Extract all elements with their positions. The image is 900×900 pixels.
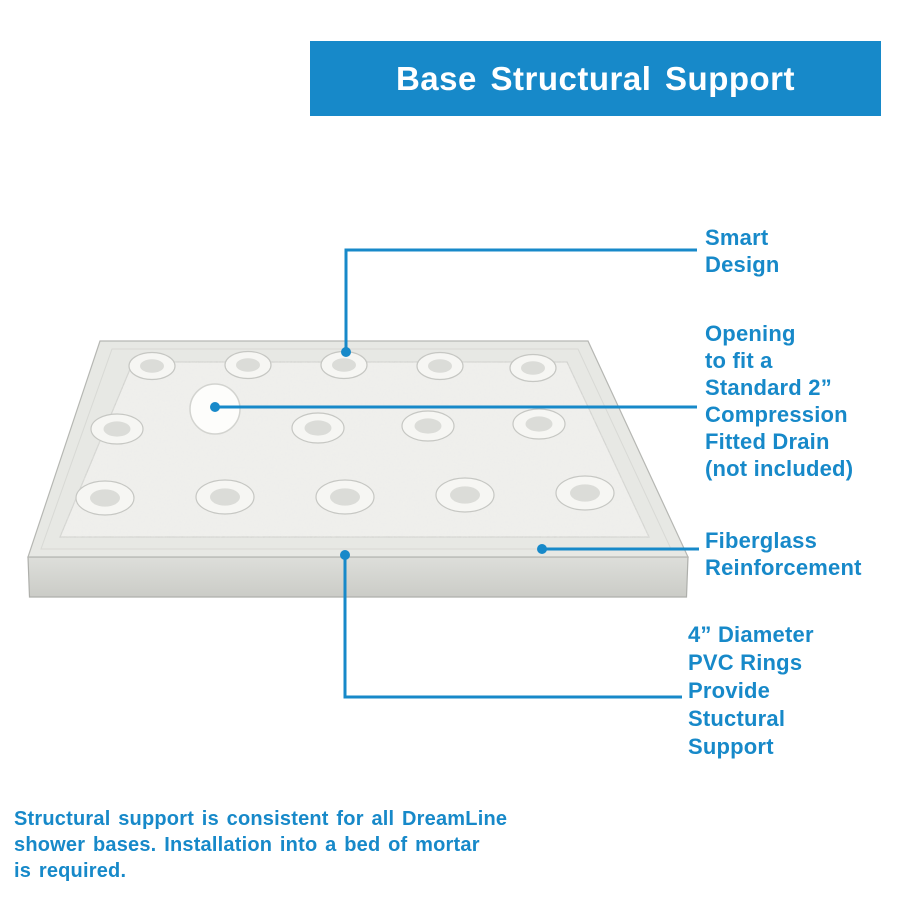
pvc-ring	[128, 351, 176, 381]
callout-dot-fiberglass	[537, 544, 547, 554]
leader-pvc-rings	[343, 556, 682, 699]
callout-label-fiberglass: Fiberglass Reinforcement	[705, 528, 862, 580]
callout-dots	[210, 347, 547, 560]
pvc-ring	[435, 477, 495, 513]
page-title: Base Structural Support	[395, 59, 796, 97]
pvc-ring	[509, 353, 557, 383]
pvc-ring	[555, 475, 615, 511]
header-banner: Base Structural Support	[310, 41, 881, 116]
pvc-ring	[416, 351, 464, 381]
pvc-ring	[195, 479, 255, 515]
callout-label-drain-opening: Opening to fit a Standard 2” Compression…	[705, 321, 854, 481]
leader-smart-design	[344, 248, 697, 351]
callout-label-pvc-rings: 4” Diameter PVC Rings Provide Stuctural …	[688, 622, 814, 759]
callout-label-smart-design: Smart Design	[705, 225, 780, 277]
footer-note: Structural support is consistent for all…	[14, 808, 508, 882]
callout-lines	[215, 248, 699, 699]
pvc-ring	[320, 350, 368, 380]
pvc-ring	[75, 480, 135, 516]
pvc-ring	[291, 412, 345, 444]
callout-dot-smart-design	[341, 347, 351, 357]
pan-front-face	[27, 556, 689, 598]
shower-base-pan	[27, 340, 689, 598]
pvc-rings	[75, 350, 615, 516]
pvc-ring	[90, 413, 144, 445]
pvc-ring	[512, 408, 566, 440]
callout-dot-drain-opening	[210, 402, 220, 412]
pvc-ring	[401, 410, 455, 442]
pvc-ring	[315, 479, 375, 515]
callout-dot-pvc-rings	[340, 550, 350, 560]
pvc-ring	[224, 350, 272, 380]
